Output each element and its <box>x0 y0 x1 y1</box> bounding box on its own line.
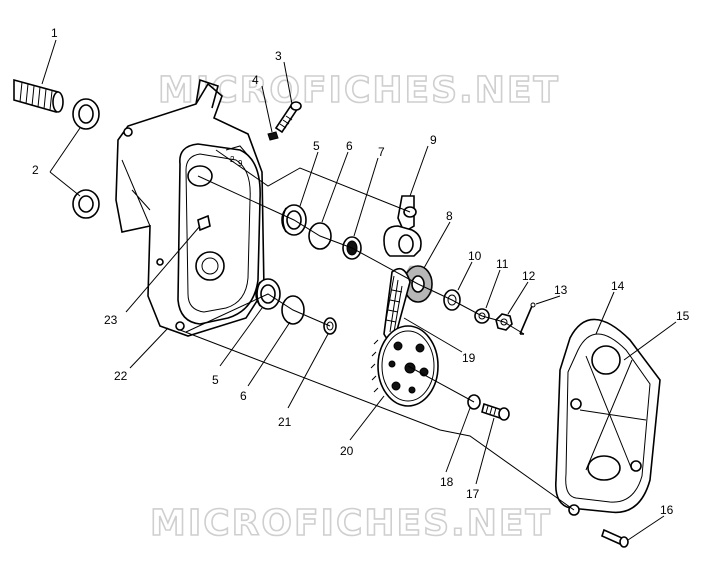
callout-4: 4 <box>252 73 259 87</box>
callout-5-upper: 5 <box>313 139 320 153</box>
callout-15: 15 <box>676 309 690 323</box>
callout-12: 12 <box>522 269 536 283</box>
callout-10: 10 <box>468 249 482 263</box>
callout-11: 11 <box>496 257 509 271</box>
part-lower-sprocket <box>370 325 439 407</box>
callout-5-lower: 5 <box>212 373 219 387</box>
part-chaincase-cover <box>554 318 661 516</box>
part-oring-upper <box>308 222 332 250</box>
callout-20: 20 <box>340 444 354 458</box>
part-shaft <box>13 78 64 114</box>
callout-7: 7 <box>378 145 385 159</box>
callout-13: 13 <box>554 283 568 297</box>
callout-9: 9 <box>430 133 437 147</box>
callout-16: 16 <box>660 503 674 517</box>
callout-1: 1 <box>51 26 58 40</box>
callout-18: 18 <box>440 475 454 489</box>
callout-labels: 1 2 3 4 5 6 7 9 8 10 11 12 13 14 15 23 2… <box>32 26 690 517</box>
callout-2: 2 <box>32 163 39 177</box>
callout-21: 21 <box>278 415 292 429</box>
callout-19: 19 <box>462 351 476 365</box>
callout-22: 22 <box>114 369 128 383</box>
callout-3: 3 <box>275 49 282 63</box>
callout-6-upper: 6 <box>346 139 353 153</box>
svg-text:2: 2 <box>230 155 235 164</box>
callout-23: 23 <box>104 313 118 327</box>
callout-8: 8 <box>446 209 453 223</box>
part-bolt-17 <box>481 402 510 421</box>
part-seal-lower <box>72 189 100 219</box>
part-bolt-3 <box>274 101 302 134</box>
part-nut-4 <box>267 131 279 141</box>
callout-17: 17 <box>466 487 480 501</box>
part-bolt-16 <box>601 528 629 548</box>
watermark-top: MICROFICHES.NET <box>158 70 560 111</box>
callout-14: 14 <box>611 279 625 293</box>
part-seal-upper <box>72 98 100 130</box>
part-cotter-pin <box>519 302 536 335</box>
part-tensioner-arm <box>383 195 422 257</box>
svg-text:9: 9 <box>238 159 243 168</box>
assembly-centerlines <box>179 149 575 511</box>
leader-lines <box>41 39 677 541</box>
part-oring-lower <box>281 295 305 325</box>
callout-6-lower: 6 <box>240 389 247 403</box>
watermark-bottom: MICROFICHES.NET <box>150 503 552 544</box>
